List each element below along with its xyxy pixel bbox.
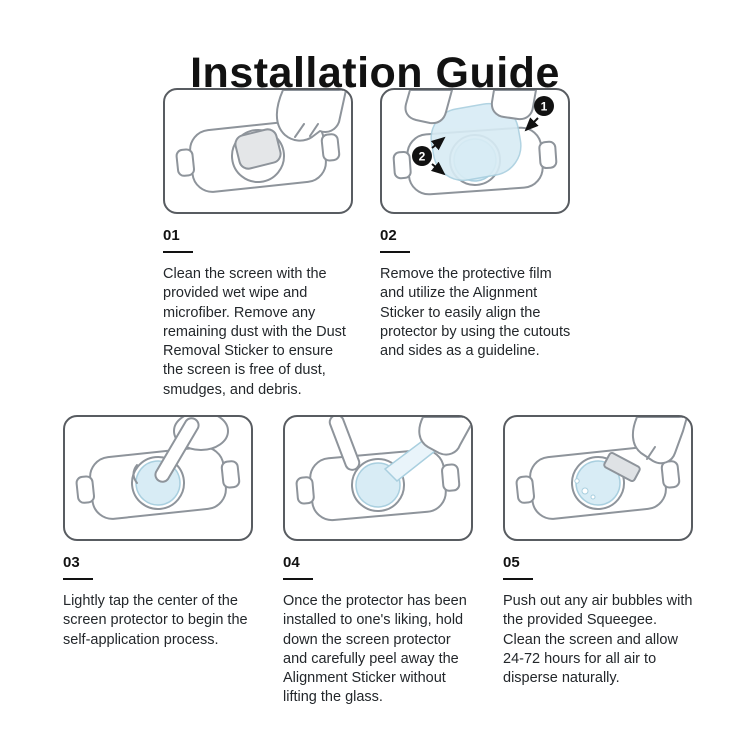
air-bubble-icon [590, 494, 596, 500]
step-text: Remove the protective film and utilize t… [380, 266, 571, 360]
step-text: Push out any air bubbles with the provid… [503, 593, 693, 687]
step-number: 04 [283, 554, 300, 571]
step-card-05: 05 Push out any air bubbles with the pro… [503, 415, 695, 688]
tapping-hand-icon [154, 417, 229, 483]
step-4-illustration [295, 417, 471, 522]
callout-2-arrow-down-icon [430, 161, 446, 176]
step-divider [163, 251, 193, 253]
hand-icon [275, 90, 347, 142]
step-5-figure [503, 415, 693, 541]
step-2-illustration: 1 2 [392, 90, 558, 196]
step-3-illustration [75, 417, 241, 520]
left-hand-icon [404, 90, 453, 125]
step-divider [63, 578, 93, 580]
right-hand-icon [490, 90, 537, 121]
step-card-04: 04 Once the protector has been installed… [283, 415, 475, 708]
step-4-figure [283, 415, 473, 541]
step-1-illustration [175, 90, 347, 193]
tap-motion-icon [132, 464, 138, 484]
svg-text:1: 1 [541, 100, 548, 114]
svg-text:2: 2 [419, 150, 426, 164]
step-5-illustration [515, 417, 688, 520]
air-bubble-icon [581, 487, 589, 495]
callout-2-badge: 2 [412, 146, 432, 166]
step-text: Once the protector has been installed to… [283, 593, 467, 706]
callout-1-arrow-icon [524, 117, 539, 132]
step-number: 03 [63, 554, 80, 571]
page-title: Installation Guide [190, 48, 560, 97]
step-divider [380, 251, 410, 253]
wet-wipe-icon [234, 128, 282, 170]
step-divider [283, 578, 313, 580]
step-1-figure [163, 88, 353, 214]
air-bubble-icon [574, 478, 580, 484]
step-number: 01 [163, 227, 180, 244]
step-card-02: 1 2 02 Remove the protective film and ut… [380, 88, 572, 361]
squeegee-icon [603, 452, 641, 482]
peeling-hand-icon [418, 417, 471, 456]
step-card-01: 01 Clean the screen with the provided we… [163, 88, 355, 400]
protector-tray-icon [295, 448, 461, 522]
step-text: Lightly tap the center of the screen pro… [63, 593, 248, 648]
step-number: 02 [380, 227, 397, 244]
step-card-03: 03 Lightly tap the center of the screen … [63, 415, 255, 650]
step-3-figure [63, 415, 253, 541]
step-number: 05 [503, 554, 520, 571]
holding-finger-icon [328, 417, 361, 471]
callout-2-arrow-up-icon [430, 136, 446, 151]
step-text: Clean the screen with the provided wet w… [163, 266, 346, 398]
hand-icon [631, 417, 688, 465]
protector-tray-icon [75, 446, 241, 520]
step-2-figure: 1 2 [380, 88, 570, 214]
step-divider [503, 578, 533, 580]
callout-1-badge: 1 [534, 96, 554, 116]
